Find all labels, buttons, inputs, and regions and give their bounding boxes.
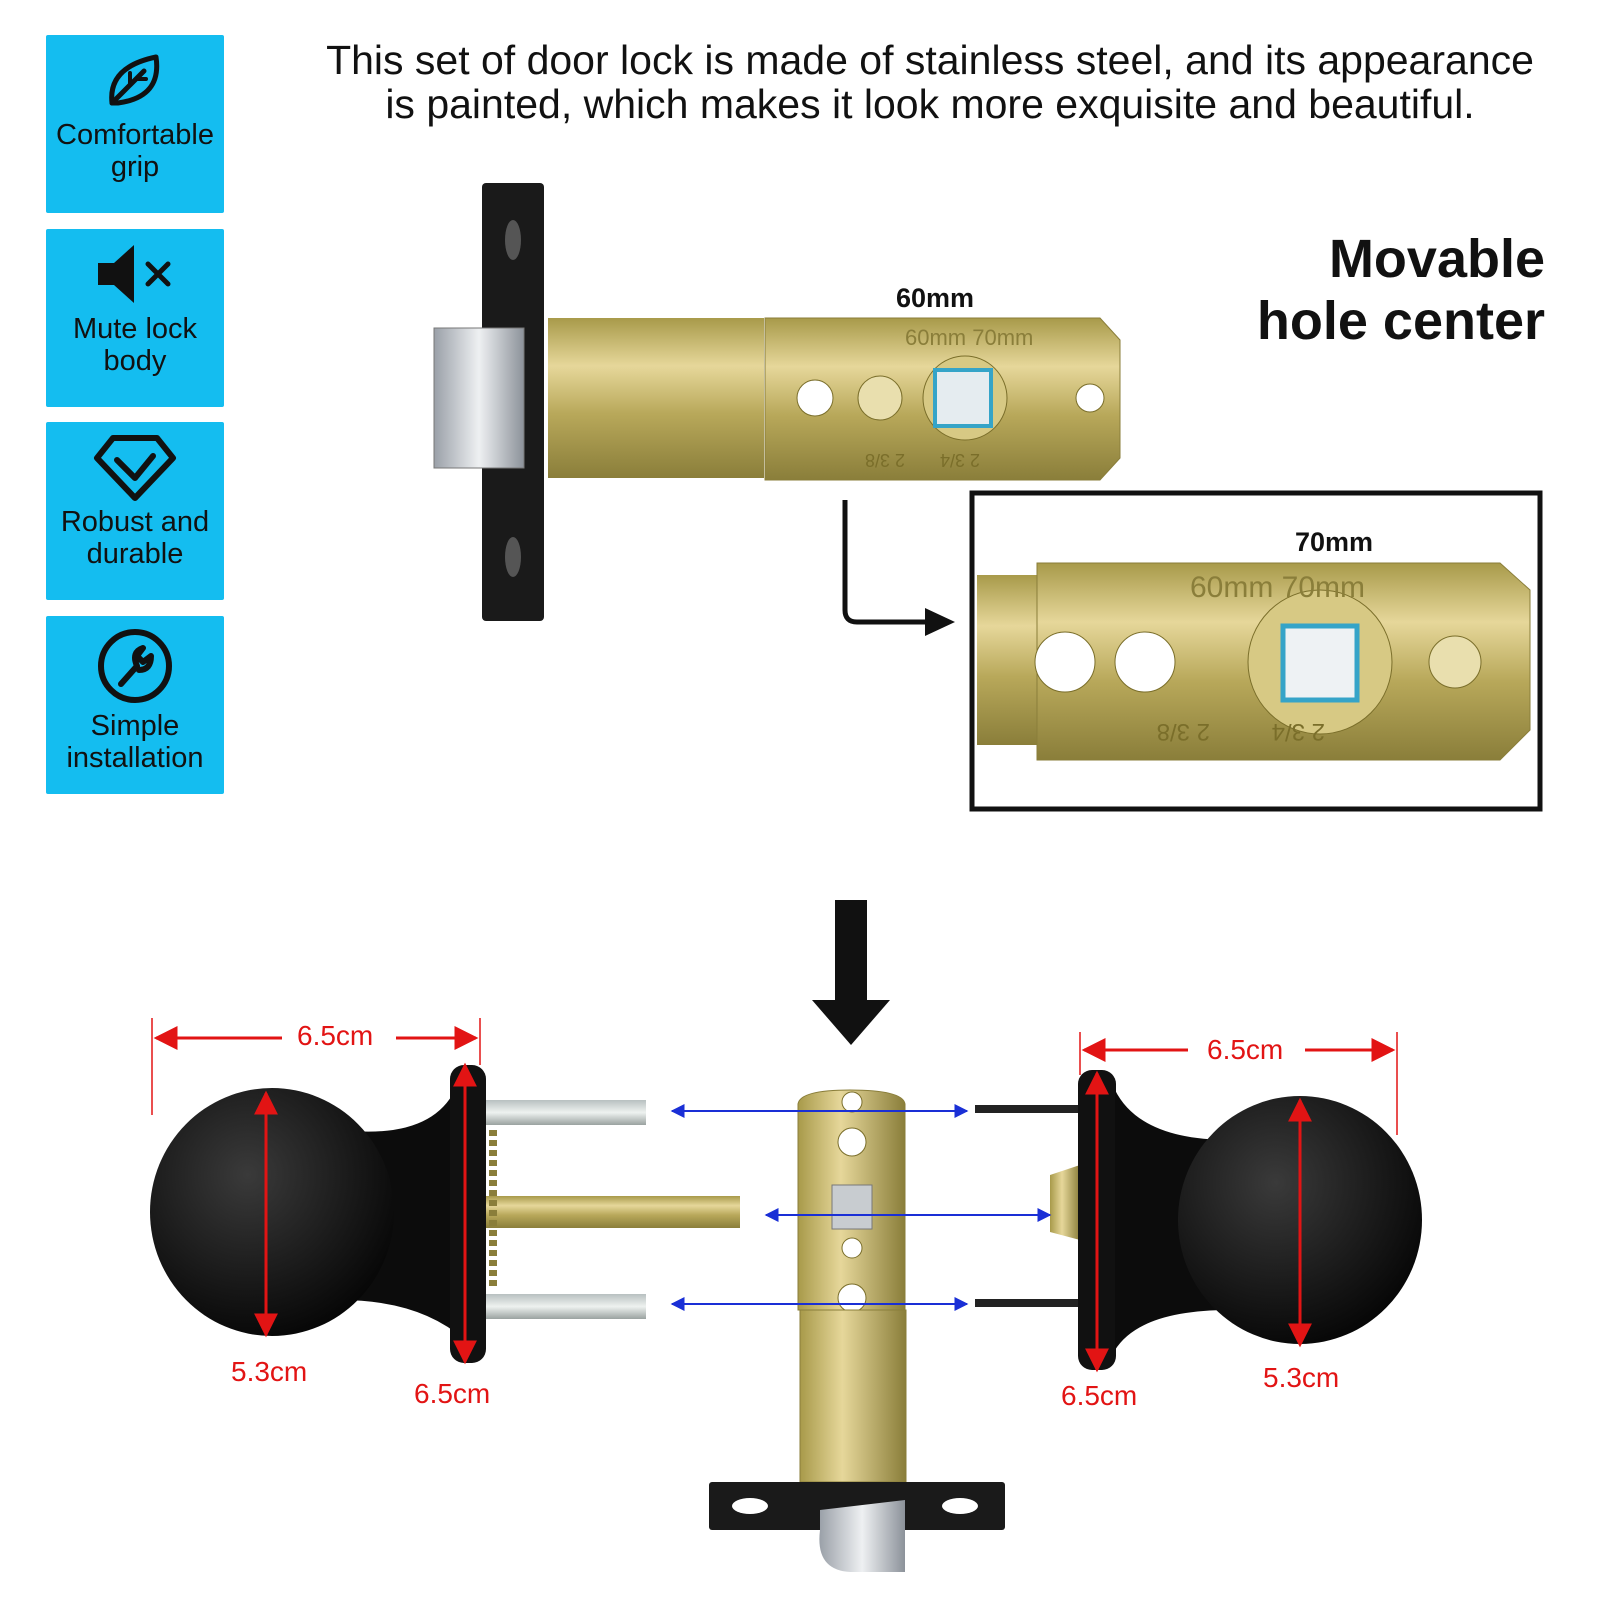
feature-label-line1: Mute lock	[72, 313, 198, 345]
movable-hole-center-title: Movable hole center	[1256, 229, 1545, 351]
feature-label-line1: Robust and	[60, 506, 210, 538]
svg-text:2 3/4: 2 3/4	[1272, 718, 1325, 745]
latch-tube	[548, 318, 764, 478]
dim-left-rose: 6.5cm	[414, 1378, 491, 1409]
dim-right-knob-width: 6.5cm	[1207, 1034, 1284, 1065]
feature-label-line2: body	[103, 345, 167, 377]
zoom-arrow	[842, 500, 955, 636]
dim-left-knob-width: 6.5cm	[297, 1020, 374, 1051]
dimension-lines	[151, 1018, 1398, 1373]
down-arrow	[812, 900, 890, 1045]
feature-comfortable-grip: Comfortable grip	[46, 35, 224, 213]
wrench-icon	[98, 629, 172, 703]
feature-label-line1: Simple	[90, 710, 180, 742]
latch-zoom: 60mm 70mm 2 3/8 2 3/4	[977, 562, 1531, 761]
label-70mm: 70mm	[1295, 527, 1374, 557]
label-60mm: 60mm	[896, 283, 975, 313]
feature-label-line2: durable	[86, 538, 184, 570]
leaf-icon	[109, 54, 160, 106]
right-knob	[975, 1070, 1422, 1370]
left-rose	[450, 1065, 486, 1363]
latch-top: 60mm 70mm 2 3/4 2 3/8	[433, 183, 1121, 621]
mute-speaker-icon	[98, 245, 171, 303]
headline: This set of door lock is made of stainle…	[280, 38, 1580, 126]
svg-text:2 3/8: 2 3/8	[1157, 718, 1210, 745]
svg-text:60mm 70mm: 60mm 70mm	[1190, 571, 1365, 604]
feature-robust-durable: Robust and durable	[46, 422, 224, 600]
latch-bottom	[709, 1089, 1005, 1572]
feature-mute-lock-body: Mute lock body	[46, 229, 224, 407]
feature-label-line1: Comfortable	[56, 119, 214, 151]
svg-text:2 3/8: 2 3/8	[865, 450, 905, 470]
dim-right-knob-diameter: 5.3cm	[1263, 1362, 1340, 1393]
diamond-icon	[94, 435, 176, 501]
alignment-arrows	[670, 1104, 1052, 1311]
feature-label-line2: installation	[66, 742, 204, 774]
headline-line2: is painted, which makes it look more exq…	[385, 81, 1475, 127]
svg-text:2 3/4: 2 3/4	[940, 450, 980, 470]
headline-line1: This set of door lock is made of stainle…	[326, 37, 1534, 83]
feature-simple-installation: Simple installation	[46, 616, 224, 794]
dim-right-rose: 6.5cm	[1061, 1380, 1138, 1411]
dim-left-knob-diameter: 5.3cm	[231, 1356, 308, 1387]
latch-bolt	[433, 327, 525, 469]
feature-label-line2: grip	[110, 151, 160, 183]
stamp-top: 60mm 70mm	[905, 325, 1033, 350]
left-knob	[150, 1065, 740, 1363]
